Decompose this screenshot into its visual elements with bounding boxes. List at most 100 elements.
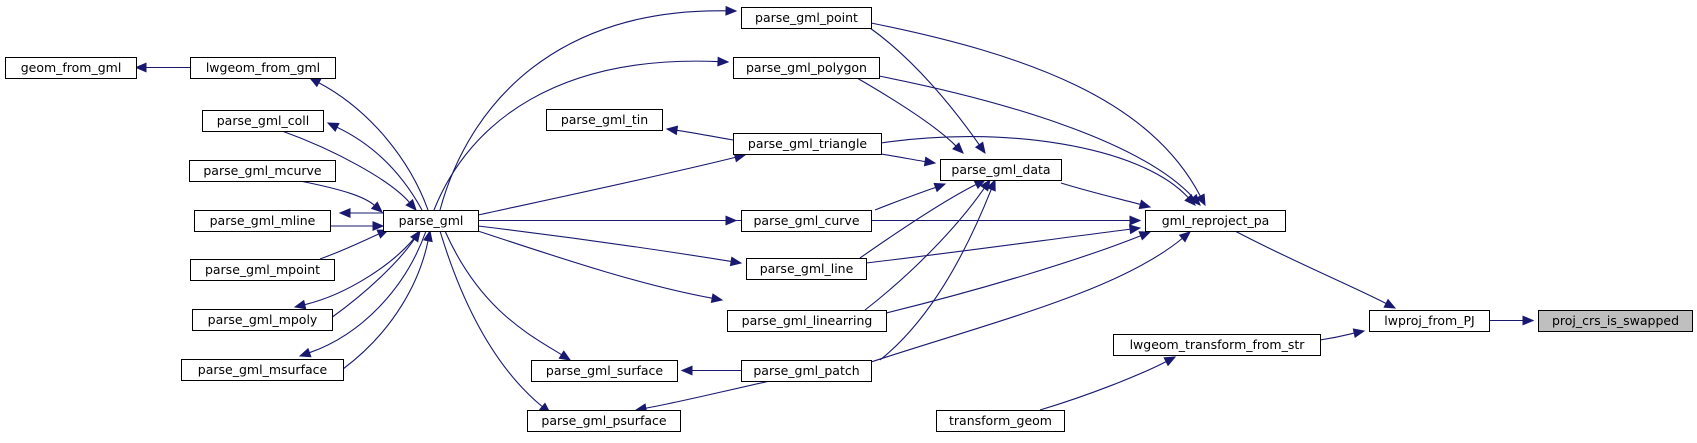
node-box <box>936 410 1065 432</box>
node-lwgeom_from_gml[interactable]: lwgeom_from_gml <box>190 57 336 79</box>
node-box <box>741 7 872 29</box>
edge-gml_reproject_pa-to-lwproj_from_PJ <box>1234 230 1397 309</box>
node-parse_gml_coll[interactable]: parse_gml_coll <box>202 110 324 132</box>
node-parse_gml_linearring[interactable]: parse_gml_linearring <box>727 310 887 332</box>
edge-line <box>477 225 732 262</box>
node-label: parse_gml_msurface <box>198 362 328 377</box>
node-parse_gml_mline[interactable]: parse_gml_mline <box>194 210 331 232</box>
arrowhead-icon <box>986 178 996 192</box>
node-box <box>189 160 336 182</box>
node-parse_gml_mpoly[interactable]: parse_gml_mpoly <box>192 309 333 331</box>
arrowhead-icon <box>1129 215 1142 226</box>
node-lwproj_from_PJ[interactable]: lwproj_from_PJ <box>1369 310 1490 332</box>
arrowhead-icon <box>370 201 383 213</box>
edge-parse_gml-to-parse_gml_surface <box>444 230 572 361</box>
node-parse_gml_point[interactable]: parse_gml_point <box>741 7 872 29</box>
arrowhead-icon <box>1383 298 1397 309</box>
node-box <box>733 133 882 155</box>
arrowhead-icon <box>409 229 421 243</box>
node-label: parse_gml_line <box>760 261 854 276</box>
node-box <box>190 259 335 281</box>
edge-parse_gml-to-parse_gml_coll <box>326 122 423 211</box>
node-label: parse_gml_mpoint <box>205 262 320 277</box>
edge-parse_gml_mpoint-to-parse_gml <box>319 229 390 260</box>
node-label: parse_gml_mcurve <box>203 163 322 178</box>
arrowhead-icon <box>665 125 679 136</box>
node-parse_gml_patch[interactable]: parse_gml_patch <box>741 360 872 382</box>
edge-parse_gml_msurface-to-parse_gml <box>342 229 433 370</box>
node-geom_from_gml[interactable]: geom_from_gml <box>5 57 137 79</box>
node-box <box>527 410 681 432</box>
arrowhead-icon <box>1138 231 1152 241</box>
arrowhead-icon <box>293 299 307 310</box>
edge-parse_gml_mline-to-parse_gml <box>330 221 385 231</box>
node-label: lwgeom_transform_from_str <box>1130 337 1306 352</box>
edge-line <box>304 230 421 306</box>
node-label: parse_gml_mpoly <box>208 312 318 327</box>
arrowhead-icon <box>308 77 322 88</box>
node-label: parse_gml_surface <box>546 363 664 378</box>
arrowhead-icon <box>372 221 385 231</box>
node-box <box>194 210 331 232</box>
edge-line <box>444 230 562 356</box>
node-box <box>1113 334 1321 356</box>
arrowhead-icon <box>298 347 312 358</box>
node-parse_gml_surface[interactable]: parse_gml_surface <box>531 360 678 382</box>
node-parse_gml_polygon[interactable]: parse_gml_polygon <box>733 57 880 79</box>
edge-parse_gml_point-to-gml_reproject_pa <box>870 22 1206 207</box>
arrowhead-icon <box>1189 193 1201 206</box>
edge-transform_geom-to-lwgeom_transform_from_str <box>1039 356 1177 411</box>
node-gml_reproject_pa[interactable]: gml_reproject_pa <box>1145 210 1286 232</box>
node-box <box>190 57 336 79</box>
edge-line <box>1234 230 1387 304</box>
node-transform_geom[interactable]: transform_geom <box>936 410 1065 432</box>
node-box <box>546 109 663 131</box>
node-proj_crs_is_swapped[interactable]: proj_crs_is_swapped <box>1538 310 1693 332</box>
arrowhead-icon <box>923 156 937 167</box>
node-label: transform_geom <box>949 413 1052 428</box>
node-parse_gml_mcurve[interactable]: parse_gml_mcurve <box>189 160 336 182</box>
edge-line <box>870 22 1201 197</box>
node-parse_gml_line[interactable]: parse_gml_line <box>746 258 867 280</box>
node-box <box>181 359 344 381</box>
node-box <box>727 310 887 332</box>
edge-parse_gml_coll-to-parse_gml <box>281 130 417 211</box>
node-label: parse_gml_linearring <box>742 313 873 328</box>
node-parse_gml_data[interactable]: parse_gml_data <box>940 159 1062 181</box>
edge-parse_gml_patch-to-parse_gml_data <box>879 178 996 361</box>
arrowhead-icon <box>134 62 147 73</box>
node-box <box>733 57 880 79</box>
node-parse_gml_curve[interactable]: parse_gml_curve <box>741 210 872 232</box>
edge-parse_gml_line-to-gml_reproject_pa <box>865 224 1142 264</box>
node-parse_gml_psurface[interactable]: parse_gml_psurface <box>527 410 681 432</box>
node-label: parse_gml_curve <box>753 213 859 228</box>
edge-parse_gml_patch-to-parse_gml_surface <box>680 365 741 376</box>
arrowhead-icon <box>725 5 738 16</box>
edge-parse_gml-to-parse_gml_linearring <box>477 230 724 303</box>
node-parse_gml_triangle[interactable]: parse_gml_triangle <box>733 133 882 155</box>
edge-line <box>869 27 980 146</box>
node-label: lwgeom_from_gml <box>206 60 320 75</box>
edge-line <box>880 153 926 163</box>
edge-parse_gml-to-parse_gml_point <box>439 5 738 211</box>
node-box <box>383 210 479 232</box>
edge-parse_gml-to-parse_gml_psurface <box>439 230 551 414</box>
edge-line <box>342 240 429 370</box>
edge-line <box>309 230 427 354</box>
node-parse_gml_tin[interactable]: parse_gml_tin <box>546 109 663 131</box>
node-label: parse_gml_psurface <box>541 413 666 428</box>
arrowhead-icon <box>933 182 947 193</box>
node-parse_gml[interactable]: parse_gml <box>383 210 479 232</box>
arrowhead-icon <box>1178 231 1191 243</box>
edge-parse_gml_triangle-to-parse_gml_tin <box>665 125 734 141</box>
edge-lwgeom_from_gml-to-geom_from_gml <box>134 62 190 73</box>
node-label: parse_gml_tin <box>561 112 648 127</box>
edge-line <box>865 228 1131 264</box>
edge-parse_gml-to-parse_gml_mpoly <box>293 230 421 310</box>
edge-parse_gml-to-parse_gml_msurface <box>298 230 427 358</box>
arrowhead-icon <box>326 122 340 132</box>
node-lwgeom_transform_from_str[interactable]: lwgeom_transform_from_str <box>1113 334 1321 356</box>
node-box <box>746 258 867 280</box>
node-parse_gml_msurface[interactable]: parse_gml_msurface <box>181 359 344 381</box>
node-parse_gml_mpoint[interactable]: parse_gml_mpoint <box>190 259 335 281</box>
